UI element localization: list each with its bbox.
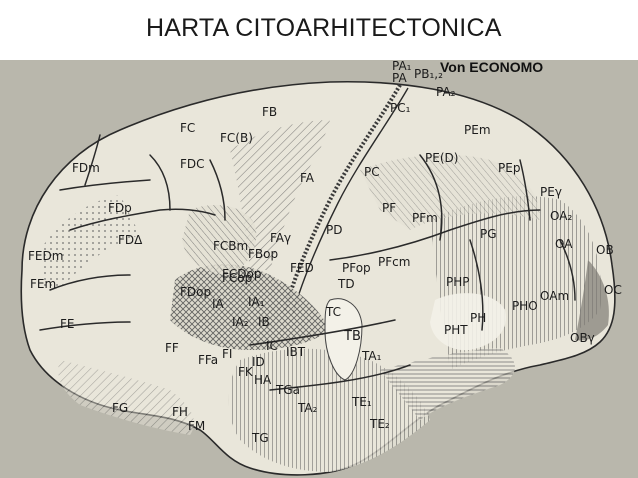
area-label: FEm — [30, 277, 56, 291]
area-label: FEDm — [28, 249, 63, 263]
author-label: Von ECONOMO — [440, 60, 543, 75]
area-label: PC₁ — [390, 101, 411, 115]
area-label: FI — [222, 347, 232, 361]
area-label: TA₂ — [297, 401, 318, 415]
area-label: TA₁ — [361, 349, 382, 363]
area-labels: FB FC FC(B) FA FAγ FDm FDΔ FDC FDp FE FE… — [28, 60, 622, 445]
area-label: FED — [290, 261, 314, 275]
area-label: TC — [325, 305, 341, 319]
area-label: FC(B) — [220, 131, 253, 145]
area-label: PH — [470, 311, 486, 325]
area-label: FM — [188, 419, 205, 433]
area-label: FCop — [222, 271, 252, 285]
area-label: FK — [238, 365, 254, 379]
area-label: FFa — [198, 353, 218, 367]
area-label: OAm — [540, 289, 569, 303]
area-label: FCDop — [222, 267, 261, 281]
area-label: PF — [382, 201, 396, 215]
area-label: PEp — [498, 161, 520, 175]
area-label: FCBm — [213, 239, 248, 253]
brain-map-illustration: Von ECONOMO FB FC FC(B) FA FAγ FDm FDΔ F… — [20, 60, 622, 476]
area-label: PFcm — [378, 255, 410, 269]
area-label: PE(D) — [425, 151, 458, 165]
area-label: FF — [165, 341, 179, 355]
area-label: IA — [212, 297, 225, 311]
area-label: OA₂ — [550, 209, 572, 223]
area-label: TB — [343, 329, 361, 344]
area-label: FAγ — [270, 231, 291, 245]
area-label: FA — [300, 171, 315, 185]
area-label: IA₁ — [248, 295, 265, 309]
area-label: TD — [337, 277, 355, 291]
area-label: IA₂ — [232, 315, 249, 329]
area-label: PHP — [446, 275, 470, 289]
area-label: FG — [112, 401, 128, 415]
area-label: FDΔ — [118, 233, 143, 247]
area-label: TE₁ — [351, 395, 372, 409]
area-label: PEm — [464, 123, 491, 137]
area-label: ID — [252, 355, 265, 369]
area-label: TE₂ — [369, 417, 390, 431]
area-label: IBT — [286, 345, 306, 359]
area-label: TG — [251, 431, 269, 445]
area-label: FDop — [180, 285, 211, 299]
area-label: PFm — [412, 211, 438, 225]
area-label: FDp — [108, 201, 132, 215]
area-label: OBγ — [570, 331, 595, 345]
area-label: FC — [180, 121, 195, 135]
area-label: FB — [262, 105, 277, 119]
area-label: FDC — [180, 157, 205, 171]
area-label: IC — [266, 339, 278, 353]
area-label: HA — [254, 373, 272, 387]
area-label: PA — [392, 71, 407, 85]
area-label: OB — [596, 243, 614, 257]
area-label: PA₂ — [436, 85, 456, 99]
area-label: PD — [326, 223, 342, 237]
area-label: PEγ — [540, 185, 562, 199]
brain-map-figure: Von ECONOMO FB FC FC(B) FA FAγ FDm FDΔ F… — [0, 60, 638, 478]
area-label: TGa — [275, 383, 300, 397]
area-label: PG — [480, 227, 497, 241]
area-label: PC — [364, 165, 380, 179]
area-label: OC — [604, 283, 622, 297]
page-title: HARTA CITOARHITECTONICA — [146, 14, 502, 42]
area-label: FH — [172, 405, 188, 419]
area-label: IB — [258, 315, 270, 329]
area-label: PHO — [512, 299, 538, 313]
area-label: PHT — [444, 323, 468, 337]
area-label: FBop — [248, 247, 278, 261]
area-label: FDm — [72, 161, 100, 175]
area-label: PA₁ — [392, 60, 412, 73]
area-label: PFop — [342, 261, 371, 275]
area-label: OA — [555, 237, 573, 251]
area-label: PB₁,₂ — [414, 67, 443, 81]
area-label: FE — [60, 317, 74, 331]
